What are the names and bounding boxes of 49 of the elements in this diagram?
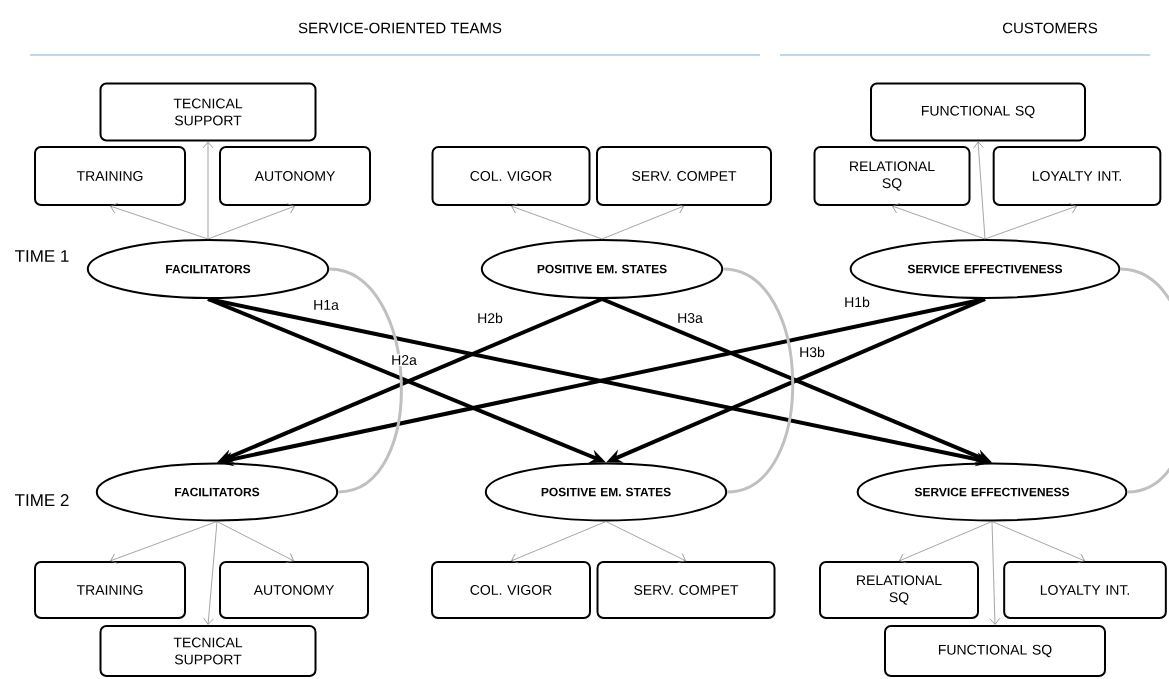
curved-connector <box>328 267 403 494</box>
rounded-box: RELATIONAL SQ <box>813 146 971 206</box>
time-label: TIME 1 <box>15 250 69 262</box>
arrow <box>605 521 686 563</box>
rounded-box: SERV. COMPET <box>596 146 772 206</box>
rounded-box: TECNICAL SUPPORT <box>99 625 317 677</box>
arrow <box>892 203 986 240</box>
rounded-box: TRAINING <box>34 146 186 206</box>
arrow <box>973 141 986 240</box>
ellipse-node: FACILITATORS <box>86 239 330 299</box>
rounded-box: FUNCTIONAL SQ <box>870 82 1086 142</box>
rounded-box: AUTONOMY <box>219 561 369 619</box>
arrow <box>216 521 294 563</box>
arrow <box>984 203 1077 240</box>
arrow <box>511 521 607 564</box>
ellipse-node: SERVICE EFFECTIVENESS <box>856 462 1128 522</box>
rounded-box: AUTONOMY <box>219 146 371 206</box>
arrow <box>203 521 218 625</box>
edge-label: H2a <box>390 354 418 366</box>
arrow <box>601 203 684 240</box>
section-heading: CUSTOMERS <box>1003 22 1098 34</box>
arrow <box>202 141 214 240</box>
arrow <box>899 521 993 564</box>
edge-label: H1a <box>312 299 340 311</box>
arrow <box>207 203 295 240</box>
rounded-box: LOYALTY INT. <box>992 146 1162 206</box>
time-label: TIME 2 <box>15 494 69 506</box>
section-heading: SERVICE-ORIENTED TEAMS <box>298 22 502 34</box>
arrow <box>989 521 1001 625</box>
rounded-box: RELATIONAL SQ <box>819 561 979 619</box>
ellipse-node: POSITIVE EM. STATES <box>480 239 724 299</box>
ellipse-node: POSITIVE EM. STATES <box>484 462 728 522</box>
arrow <box>110 521 218 564</box>
arrow <box>110 203 209 240</box>
curved-connector <box>1120 267 1169 494</box>
rounded-box: TECNICAL SUPPORT <box>99 82 317 142</box>
rounded-box: SERV. COMPET <box>596 561 776 619</box>
edge-label: H3a <box>676 312 704 324</box>
rounded-box: FUNCTIONAL SQ <box>884 625 1106 677</box>
edge-label: H2b <box>476 311 504 325</box>
curved-connector <box>722 267 795 494</box>
rounded-box: TRAINING <box>34 561 186 619</box>
arrow <box>991 521 1085 564</box>
rounded-box: LOYALTY INT. <box>1003 561 1167 619</box>
edge-label: H3b <box>798 345 826 359</box>
ellipse-node: FACILITATORS <box>95 462 339 522</box>
rounded-box: COL. VIGOR <box>431 146 591 206</box>
rounded-box: COL. VIGOR <box>431 561 591 619</box>
arrow <box>511 203 603 240</box>
